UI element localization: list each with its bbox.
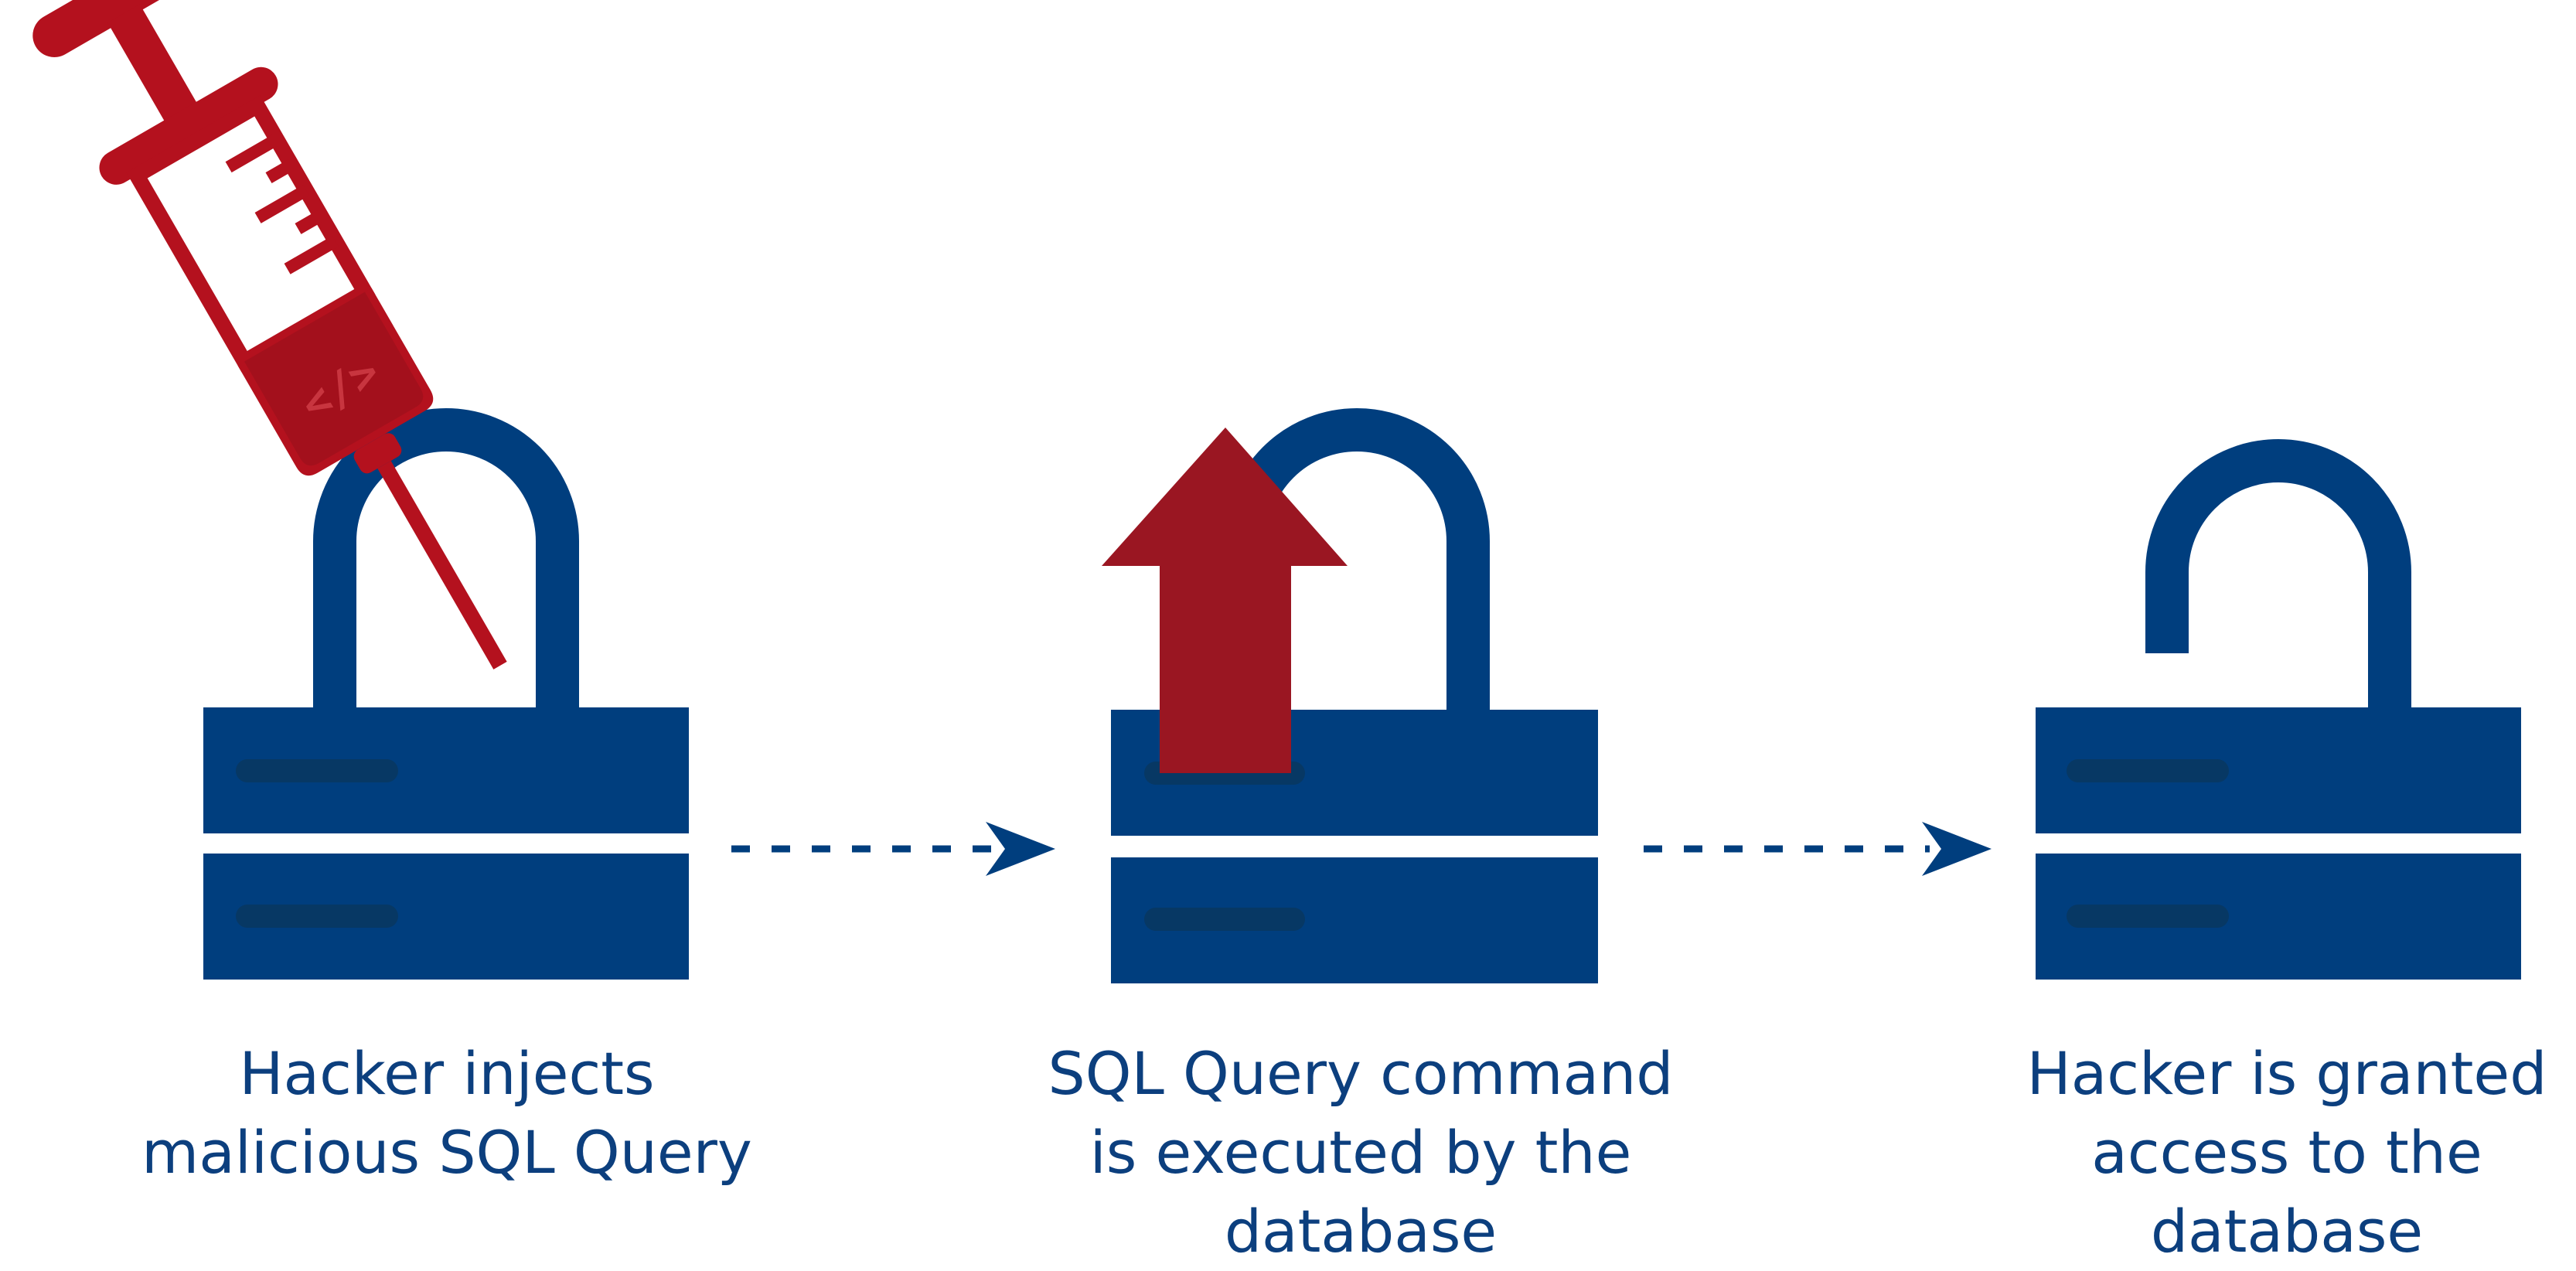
- padlock-shackle: [313, 408, 579, 707]
- step-2-executing-server: [1102, 408, 1598, 983]
- step-3-caption: Hacker is granted access to the database: [1908, 1034, 2576, 1271]
- caption-line: Hacker injects: [239, 1039, 655, 1108]
- server-slot: [236, 905, 398, 928]
- padlock-shackle-open: [2145, 439, 2411, 710]
- step-1-locked-server: [203, 408, 689, 980]
- step-3-open-server: [2036, 439, 2521, 980]
- caption-line: database: [2150, 1197, 2424, 1266]
- up-arrow-icon: [1102, 428, 1348, 773]
- step-1-caption: Hacker injects malicious SQL Query: [68, 1034, 826, 1192]
- dashed-arrow-icon: [731, 822, 1055, 876]
- caption-line: access to the: [2091, 1118, 2482, 1187]
- step-2-caption: SQL Query command is executed by the dat…: [982, 1034, 1739, 1271]
- syringe-icon: </>: [32, 0, 507, 670]
- caption-line: SQL Query command: [1048, 1039, 1674, 1108]
- server-slot: [1144, 908, 1305, 931]
- caption-line: Hacker is granted: [2026, 1039, 2547, 1108]
- caption-line: database: [1224, 1197, 1498, 1266]
- server-slot: [2067, 759, 2229, 782]
- server-slot: [2067, 905, 2229, 928]
- server-slot: [236, 759, 398, 782]
- caption-line: malicious SQL Query: [141, 1118, 752, 1187]
- caption-line: is executed by the: [1089, 1118, 1632, 1187]
- dashed-arrow-icon: [1644, 822, 1992, 876]
